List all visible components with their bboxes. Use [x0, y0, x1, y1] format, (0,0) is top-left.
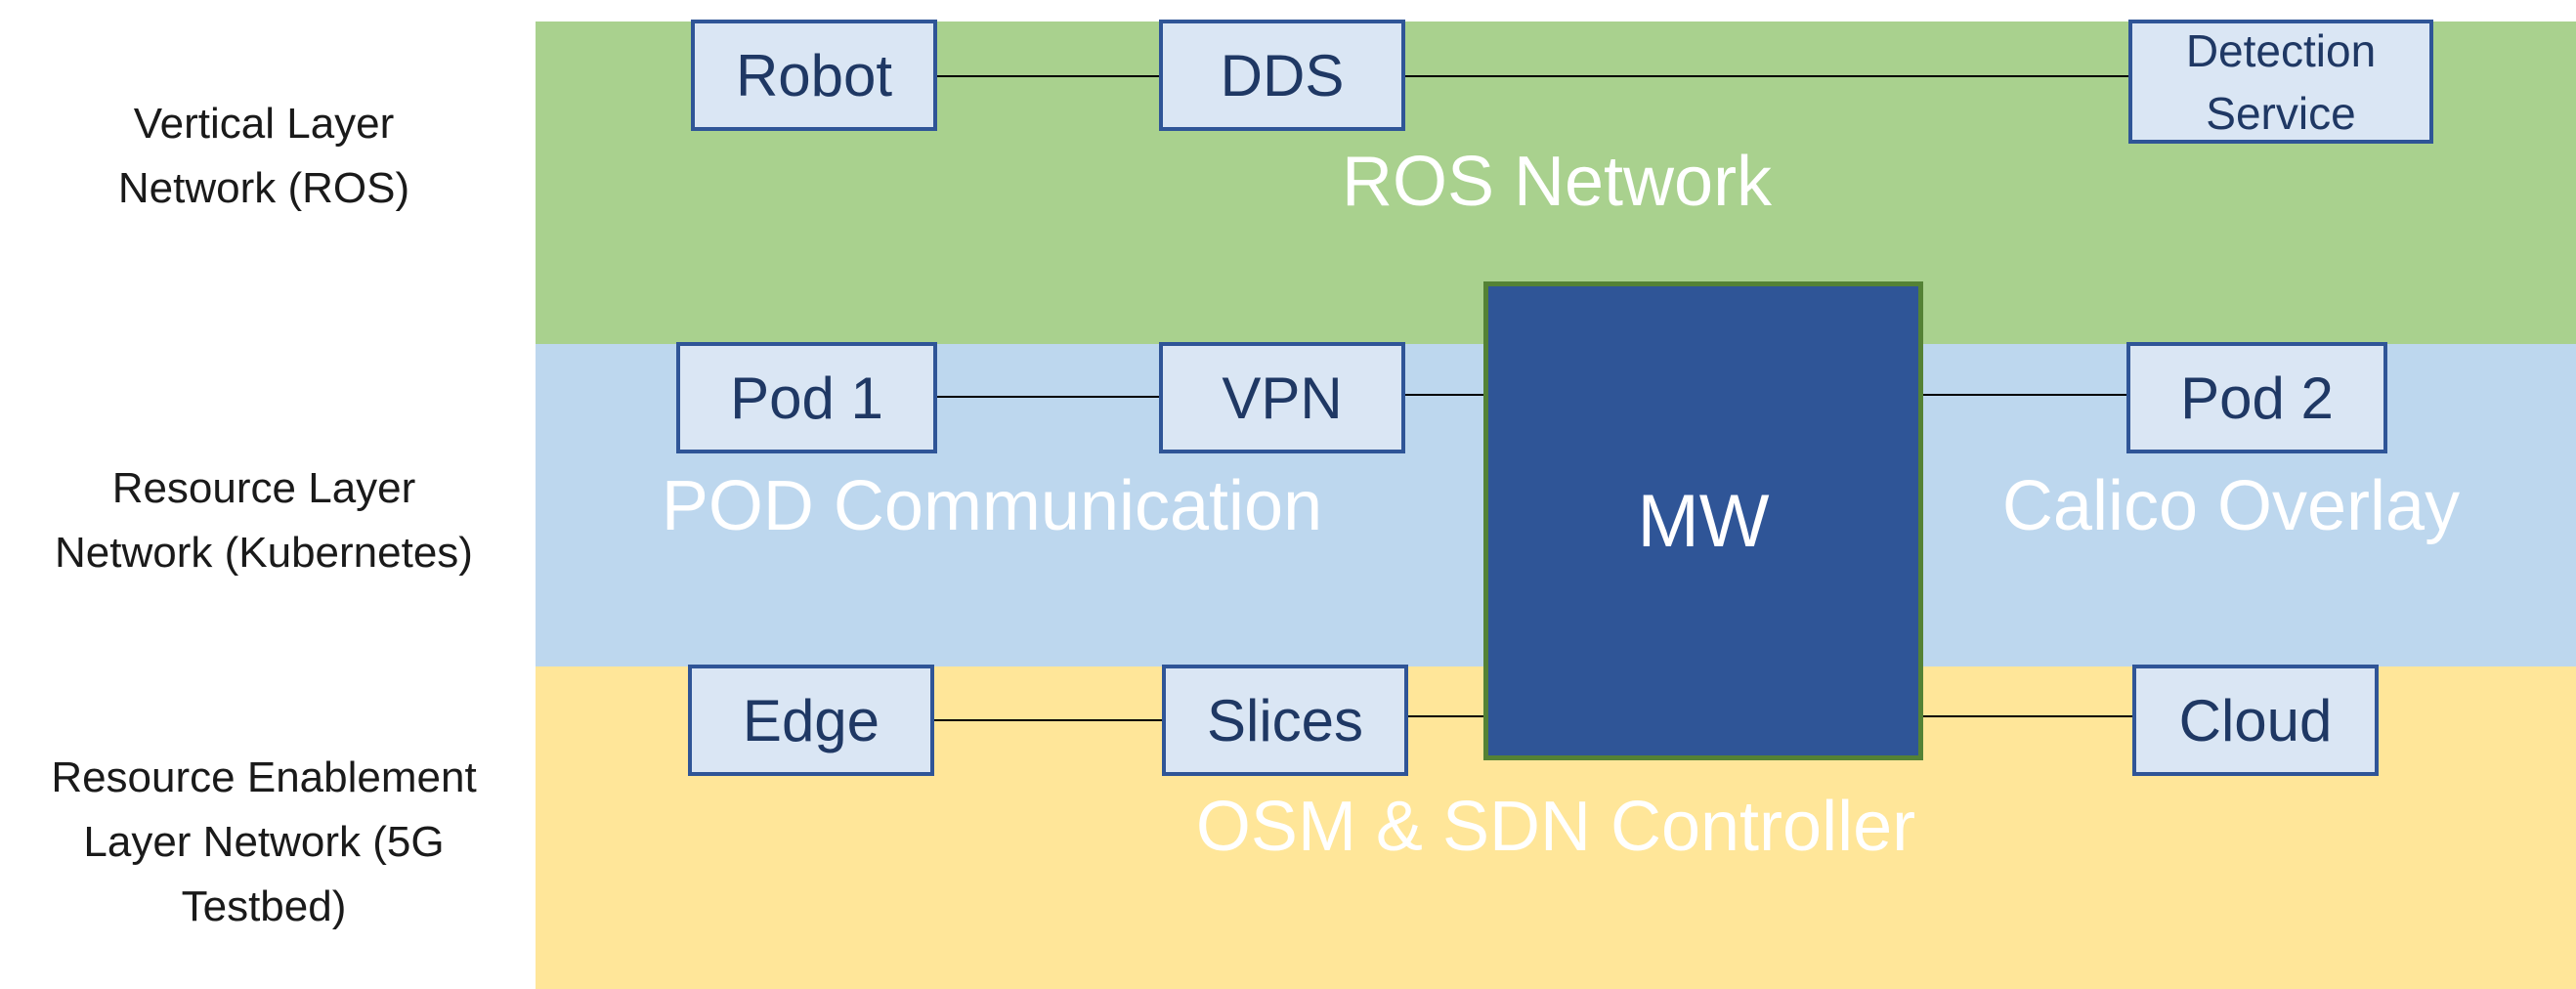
pod-1-node: Pod 1	[676, 342, 937, 453]
pod-2-node: Pod 2	[2126, 342, 2387, 453]
calico-overlay-title: Calico Overlay	[2001, 467, 2461, 545]
layer-label-resource: Resource Layer Network (Kubernetes)	[55, 464, 473, 577]
layer-label-vertical: Vertical Layer Network (ROS)	[117, 100, 410, 212]
detection-service-node: Detection Service	[2128, 20, 2433, 144]
link-mw-pod2	[1923, 394, 2128, 396]
vpn-node: VPN	[1159, 342, 1405, 453]
mw-middleware-block: MW	[1483, 281, 1923, 760]
dds-node: DDS	[1159, 20, 1405, 131]
link-robot-dds	[936, 75, 1161, 77]
link-pod1-vpn	[936, 396, 1161, 398]
cloud-node: Cloud	[2132, 665, 2379, 776]
robot-node: Robot	[691, 20, 937, 131]
layer-label-enablement: Resource Enablement Layer Network (5G Te…	[51, 753, 477, 930]
slices-node: Slices	[1162, 665, 1408, 776]
edge-node: Edge	[688, 665, 934, 776]
ros-network-title: ROS Network	[1341, 143, 1773, 221]
link-edge-slices	[932, 719, 1165, 721]
link-mw-cloud	[1923, 715, 2134, 717]
osm-sdn-controller-title: OSM & SDN Controller	[1195, 788, 1916, 866]
link-slices-mw	[1407, 715, 1483, 717]
pod-communication-title: POD Communication	[661, 467, 1323, 545]
link-vpn-mw	[1403, 394, 1483, 396]
link-dds-detection	[1403, 75, 2130, 77]
